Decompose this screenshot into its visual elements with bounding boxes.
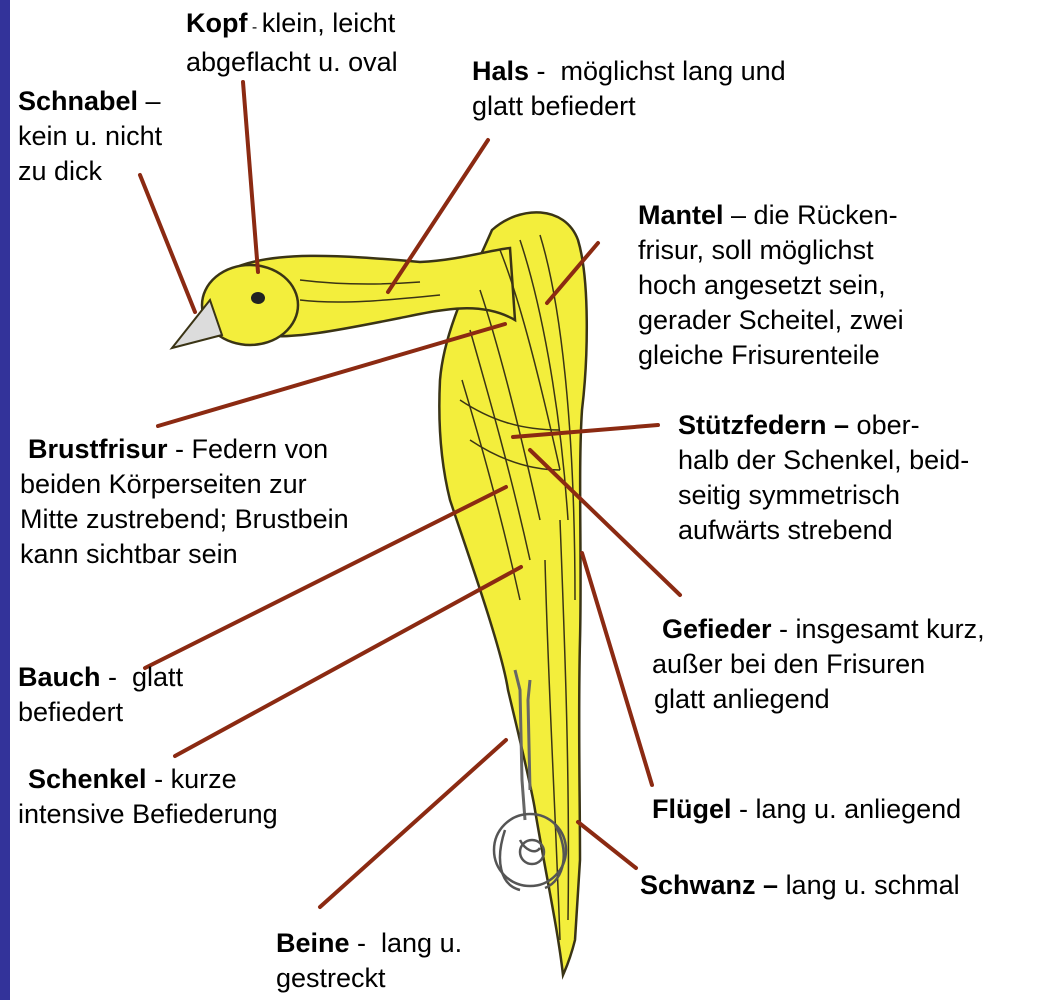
brustfrisur-line2: beiden Körperseiten zur (20, 467, 349, 502)
kopf-sep: - (247, 19, 261, 36)
beine-term: Beine (276, 928, 350, 958)
stuetzfedern-line4: aufwärts strebend (678, 513, 969, 548)
mantel-line1: die Rücken- (754, 200, 898, 230)
bauch-line2: befiedert (18, 695, 183, 730)
leader-fluegel (582, 553, 652, 785)
label-schnabel: Schnabel – kein u. nicht zu dick (18, 84, 162, 189)
hals-sep: - (529, 56, 561, 86)
label-schenkel: Schenkel - kurze intensive Befiederung (18, 762, 278, 832)
schnabel-line2: zu dick (18, 154, 162, 189)
beine-line1: lang u. (381, 928, 462, 958)
schwanz-sep (778, 870, 786, 900)
fluegel-term: Flügel (652, 794, 732, 824)
mantel-sep: – (724, 200, 754, 230)
label-kopf: Kopf - klein, leicht abgeflacht u. oval (186, 6, 398, 80)
leader-schwanz (578, 822, 636, 868)
beine-sep: - (350, 928, 382, 958)
brustfrisur-line4: kann sichtbar sein (20, 537, 349, 572)
hals-term: Hals (472, 56, 529, 86)
hals-line1: möglichst lang und (561, 56, 786, 86)
stuetzfedern-term: Stützfedern – (678, 410, 849, 440)
gefieder-line1: insgesamt kurz, (796, 614, 985, 644)
bird-eye (251, 292, 265, 304)
gefieder-line2: außer bei den Frisuren (652, 647, 985, 682)
bauch-term: Bauch (18, 662, 101, 692)
bauch-sep: - (101, 662, 133, 692)
schenkel-sep: - (147, 764, 171, 794)
stuetzfedern-sep (849, 410, 857, 440)
brustfrisur-line3: Mitte zustrebend; Brustbein (20, 502, 349, 537)
brustfrisur-term: Brustfrisur (28, 434, 168, 464)
label-hals: Hals - möglichst lang und glatt befieder… (472, 54, 786, 124)
kopf-line2: abgeflacht u. oval (186, 45, 398, 80)
brustfrisur-line1: Federn von (192, 434, 329, 464)
bauch-line1: glatt (132, 662, 183, 692)
schnabel-sep: – (138, 86, 161, 116)
fluegel-line1: lang u. anliegend (756, 794, 962, 824)
schenkel-line1: kurze (171, 764, 237, 794)
schenkel-term: Schenkel (28, 764, 147, 794)
label-fluegel: Flügel - lang u. anliegend (652, 792, 961, 827)
schwanz-term: Schwanz – (640, 870, 778, 900)
kopf-term: Kopf (186, 8, 247, 38)
label-beine: Beine - lang u. gestreckt (276, 926, 462, 996)
beine-line2: gestreckt (276, 961, 462, 996)
brustfrisur-sep: - (168, 434, 192, 464)
label-brustfrisur: Brustfrisur - Federn von beiden Körperse… (20, 432, 349, 572)
mantel-line5: gleiche Frisurenteile (638, 338, 904, 373)
label-mantel: Mantel – die Rücken- frisur, soll möglic… (638, 198, 904, 373)
stuetzfedern-line2: halb der Schenkel, beid- (678, 443, 969, 478)
mantel-line4: gerader Scheitel, zwei (638, 303, 904, 338)
mantel-term: Mantel (638, 200, 724, 230)
gefieder-term: Gefieder (662, 614, 772, 644)
label-bauch: Bauch - glatt befiedert (18, 660, 183, 730)
fluegel-sep: - (732, 794, 756, 824)
schnabel-term: Schnabel (18, 86, 138, 116)
hals-line2: glatt befiedert (472, 89, 786, 124)
leader-schnabel (140, 175, 195, 312)
gefieder-sep: - (772, 614, 796, 644)
schwanz-line1: lang u. schmal (786, 870, 960, 900)
leader-schenkel (175, 567, 521, 756)
schnabel-line1: kein u. nicht (18, 119, 162, 154)
kopf-line1: klein, leicht (262, 8, 396, 38)
mantel-line2: frisur, soll möglichst (638, 233, 904, 268)
gefieder-line3: glatt anliegend (652, 682, 985, 717)
label-gefieder: Gefieder - insgesamt kurz, außer bei den… (652, 612, 985, 717)
leader-kopf (243, 82, 258, 272)
stuetzfedern-line3: seitig symmetrisch (678, 478, 969, 513)
leader-beine (320, 740, 506, 907)
stuetzfedern-line1: ober- (857, 410, 920, 440)
mantel-line3: hoch angesetzt sein, (638, 268, 904, 303)
label-schwanz: Schwanz – lang u. schmal (640, 868, 960, 903)
label-stuetzfedern: Stützfedern – ober- halb der Schenkel, b… (678, 408, 969, 548)
schenkel-line2: intensive Befiederung (18, 797, 278, 832)
